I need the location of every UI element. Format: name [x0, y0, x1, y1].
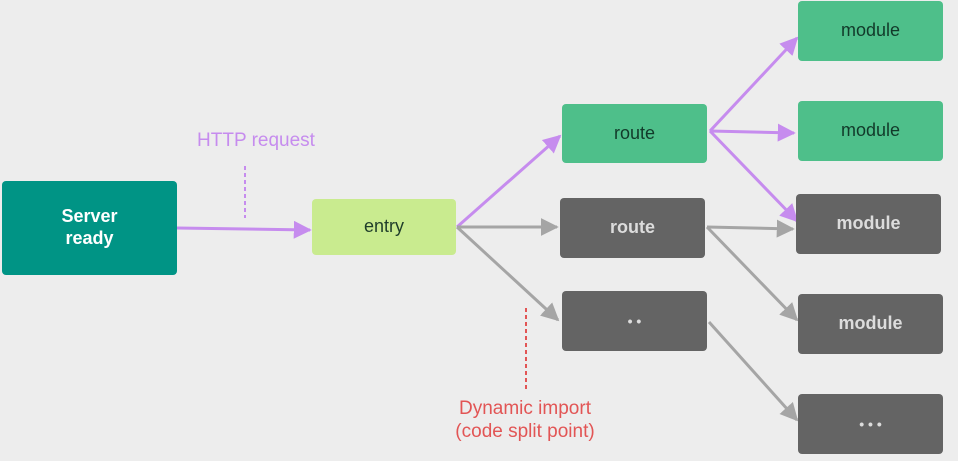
edge-route-top-to-module-1: [708, 36, 799, 133]
edge-route-more-to-module-more: [707, 320, 799, 422]
edge-route-mid-to-module-3: [706, 219, 795, 238]
node-route-more: • •: [562, 291, 707, 351]
node-module-1: module: [798, 1, 943, 61]
node-route-more-label: • •: [627, 312, 642, 329]
node-module-2-label: module: [840, 120, 901, 141]
node-module-4-label: module: [838, 313, 903, 334]
node-route-mid-label: route: [610, 217, 655, 238]
node-route-top-label: route: [613, 122, 656, 143]
node-module-more-label: • • •: [859, 415, 882, 432]
node-module-4: module: [798, 294, 943, 354]
edge-server-to-entry: [176, 220, 312, 239]
node-route-mid: route: [560, 198, 705, 258]
dynamic-import-annotation: Dynamic import (code split point): [430, 398, 620, 444]
dynamic-import-text-line1: Dynamic import: [459, 398, 591, 419]
node-module-3: module: [796, 194, 941, 254]
node-server-ready: Server ready: [2, 181, 177, 275]
http-request-annotation: HTTP request: [176, 130, 336, 153]
node-module-2: module: [798, 101, 943, 161]
dynamic-import-text-line2: (code split point): [455, 420, 595, 442]
edge-route-mid-to-module-4: [705, 225, 799, 322]
node-module-3-label: module: [836, 213, 901, 234]
edge-route-top-to-module-3: [708, 129, 799, 223]
node-server-ready-label: Server ready: [61, 206, 118, 248]
node-route-top: route: [562, 104, 707, 163]
edge-entry-to-route-top: [456, 134, 562, 229]
node-module-1-label: module: [840, 20, 901, 41]
http-request-text: HTTP request: [197, 130, 315, 151]
node-entry: entry: [312, 199, 456, 255]
node-module-more: • • •: [798, 394, 943, 454]
edge-entry-to-route-more: [455, 225, 560, 322]
edge-route-top-to-module-2: [709, 123, 796, 142]
node-entry-label: entry: [363, 216, 405, 237]
